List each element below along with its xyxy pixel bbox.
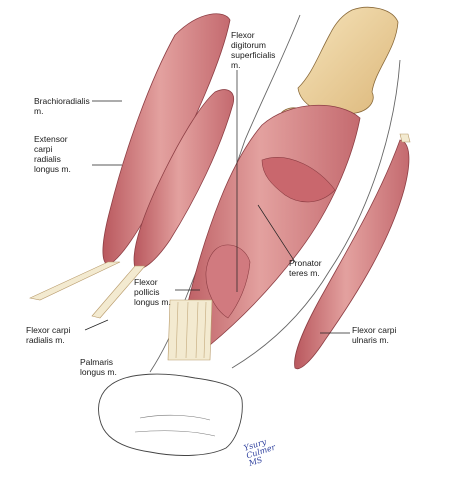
extensor-carpi-radialis-muscle bbox=[133, 89, 235, 270]
label-flexor-digitorum-superficialis: Flexor digitorum superficialis m. bbox=[231, 30, 276, 70]
fist-outline bbox=[98, 373, 243, 456]
humerus-bone bbox=[297, 6, 399, 114]
pronator-teres-muscle bbox=[261, 157, 336, 203]
label-palmaris-longus: Palmaris longus m. bbox=[80, 357, 117, 377]
label-brachioradialis: Brachioradialis m. bbox=[34, 96, 90, 116]
flexor-carpi-ulnaris-tendon bbox=[399, 133, 411, 143]
label-extensor-carpi-radialis-longus: Extensor carpi radialis longus m. bbox=[34, 134, 71, 174]
flexor-digitorum-muscle bbox=[205, 244, 251, 319]
brachioradialis-muscle bbox=[102, 13, 231, 266]
extensor-carpi-radialis-tendon bbox=[91, 265, 146, 319]
leader-lines bbox=[84, 70, 350, 334]
flexor-carpi-ulnaris-muscle bbox=[294, 139, 410, 370]
label-flexor-carpi-radialis: Flexor carpi radialis m. bbox=[26, 325, 71, 345]
label-flexor-pollicis-longus: Flexor pollicis longus m. bbox=[134, 277, 171, 307]
tendon-lines bbox=[175, 301, 207, 359]
arm-outline-front bbox=[231, 59, 401, 369]
wrist-tendons bbox=[167, 299, 213, 361]
fist-fingers bbox=[134, 414, 216, 437]
label-pronator-teres: Pronator teres m. bbox=[289, 258, 322, 278]
brachioradialis-tendon bbox=[29, 261, 121, 301]
label-flexor-carpi-ulnaris: Flexor carpi ulnaris m. bbox=[352, 325, 397, 345]
